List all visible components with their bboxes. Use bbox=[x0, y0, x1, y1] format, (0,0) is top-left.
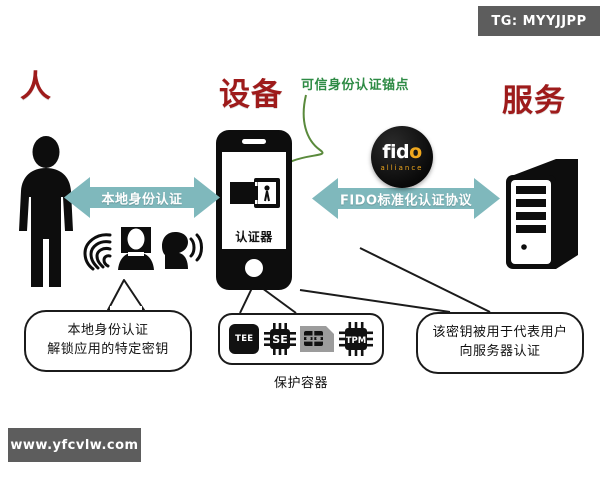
callout-local-authentication-line1: 本地身份认证 bbox=[67, 323, 149, 339]
fido-logo-word-prefix: fid bbox=[382, 141, 410, 163]
local-authentication-arrow: 本地身份认证 bbox=[64, 175, 220, 220]
fingerprint-icon bbox=[83, 233, 112, 271]
chip-tee-icon: TEE bbox=[229, 324, 260, 354]
svg-text:TPM: TPM bbox=[346, 336, 367, 346]
fido-logo-word-accent: o bbox=[409, 141, 422, 163]
heading-person: 人 bbox=[20, 69, 52, 105]
trusted-anchor-label: 可信身份认证锚点 bbox=[301, 78, 410, 93]
website-watermark-text: www.yfcvlw.com bbox=[10, 437, 139, 453]
chip-sim-card-icon bbox=[300, 326, 335, 352]
fido-logo-wordmark: fido bbox=[371, 143, 433, 162]
callout-key-usage-line1: 该密钥被用于代表用户 bbox=[432, 325, 568, 341]
website-watermark-banner: www.yfcvlw.com bbox=[8, 428, 141, 462]
person-silhouette-icon bbox=[19, 136, 73, 287]
callout-local-authentication-line2: 解锁应用的特定密钥 bbox=[47, 342, 169, 357]
chip-tee-label: TEE bbox=[235, 334, 254, 344]
telegram-banner-text: TG: MYYJJPP bbox=[491, 13, 587, 29]
callout-key-usage-line2: 向服务器认证 bbox=[459, 344, 541, 359]
fido-alliance-logo: fido alliance bbox=[371, 126, 433, 188]
server-tower-icon bbox=[506, 159, 578, 269]
fido-logo-subtitle: alliance bbox=[380, 164, 424, 172]
svg-text:SE: SE bbox=[272, 333, 287, 346]
authenticator-label: 认证器 bbox=[235, 230, 273, 244]
protection-container-label: 保护容器 bbox=[273, 376, 328, 391]
telegram-banner: TG: MYYJJPP bbox=[478, 6, 600, 36]
protection-container-box: TEE SE bbox=[218, 313, 384, 365]
chip-se-icon: SE bbox=[263, 323, 296, 355]
fido-logo-disc bbox=[371, 126, 433, 188]
voice-recognition-icon bbox=[162, 232, 203, 269]
smartphone-icon: 认证器 bbox=[216, 130, 292, 290]
chip-tpm-icon: TPM bbox=[338, 322, 373, 356]
face-recognition-icon bbox=[118, 227, 154, 270]
callout-local-authentication: 本地身份认证 解锁应用的特定密钥 bbox=[24, 310, 192, 372]
heading-device: 设备 bbox=[219, 77, 283, 113]
heading-service: 服务 bbox=[502, 83, 566, 119]
callout-key-usage: 该密钥被用于代表用户 向服务器认证 bbox=[416, 312, 584, 374]
